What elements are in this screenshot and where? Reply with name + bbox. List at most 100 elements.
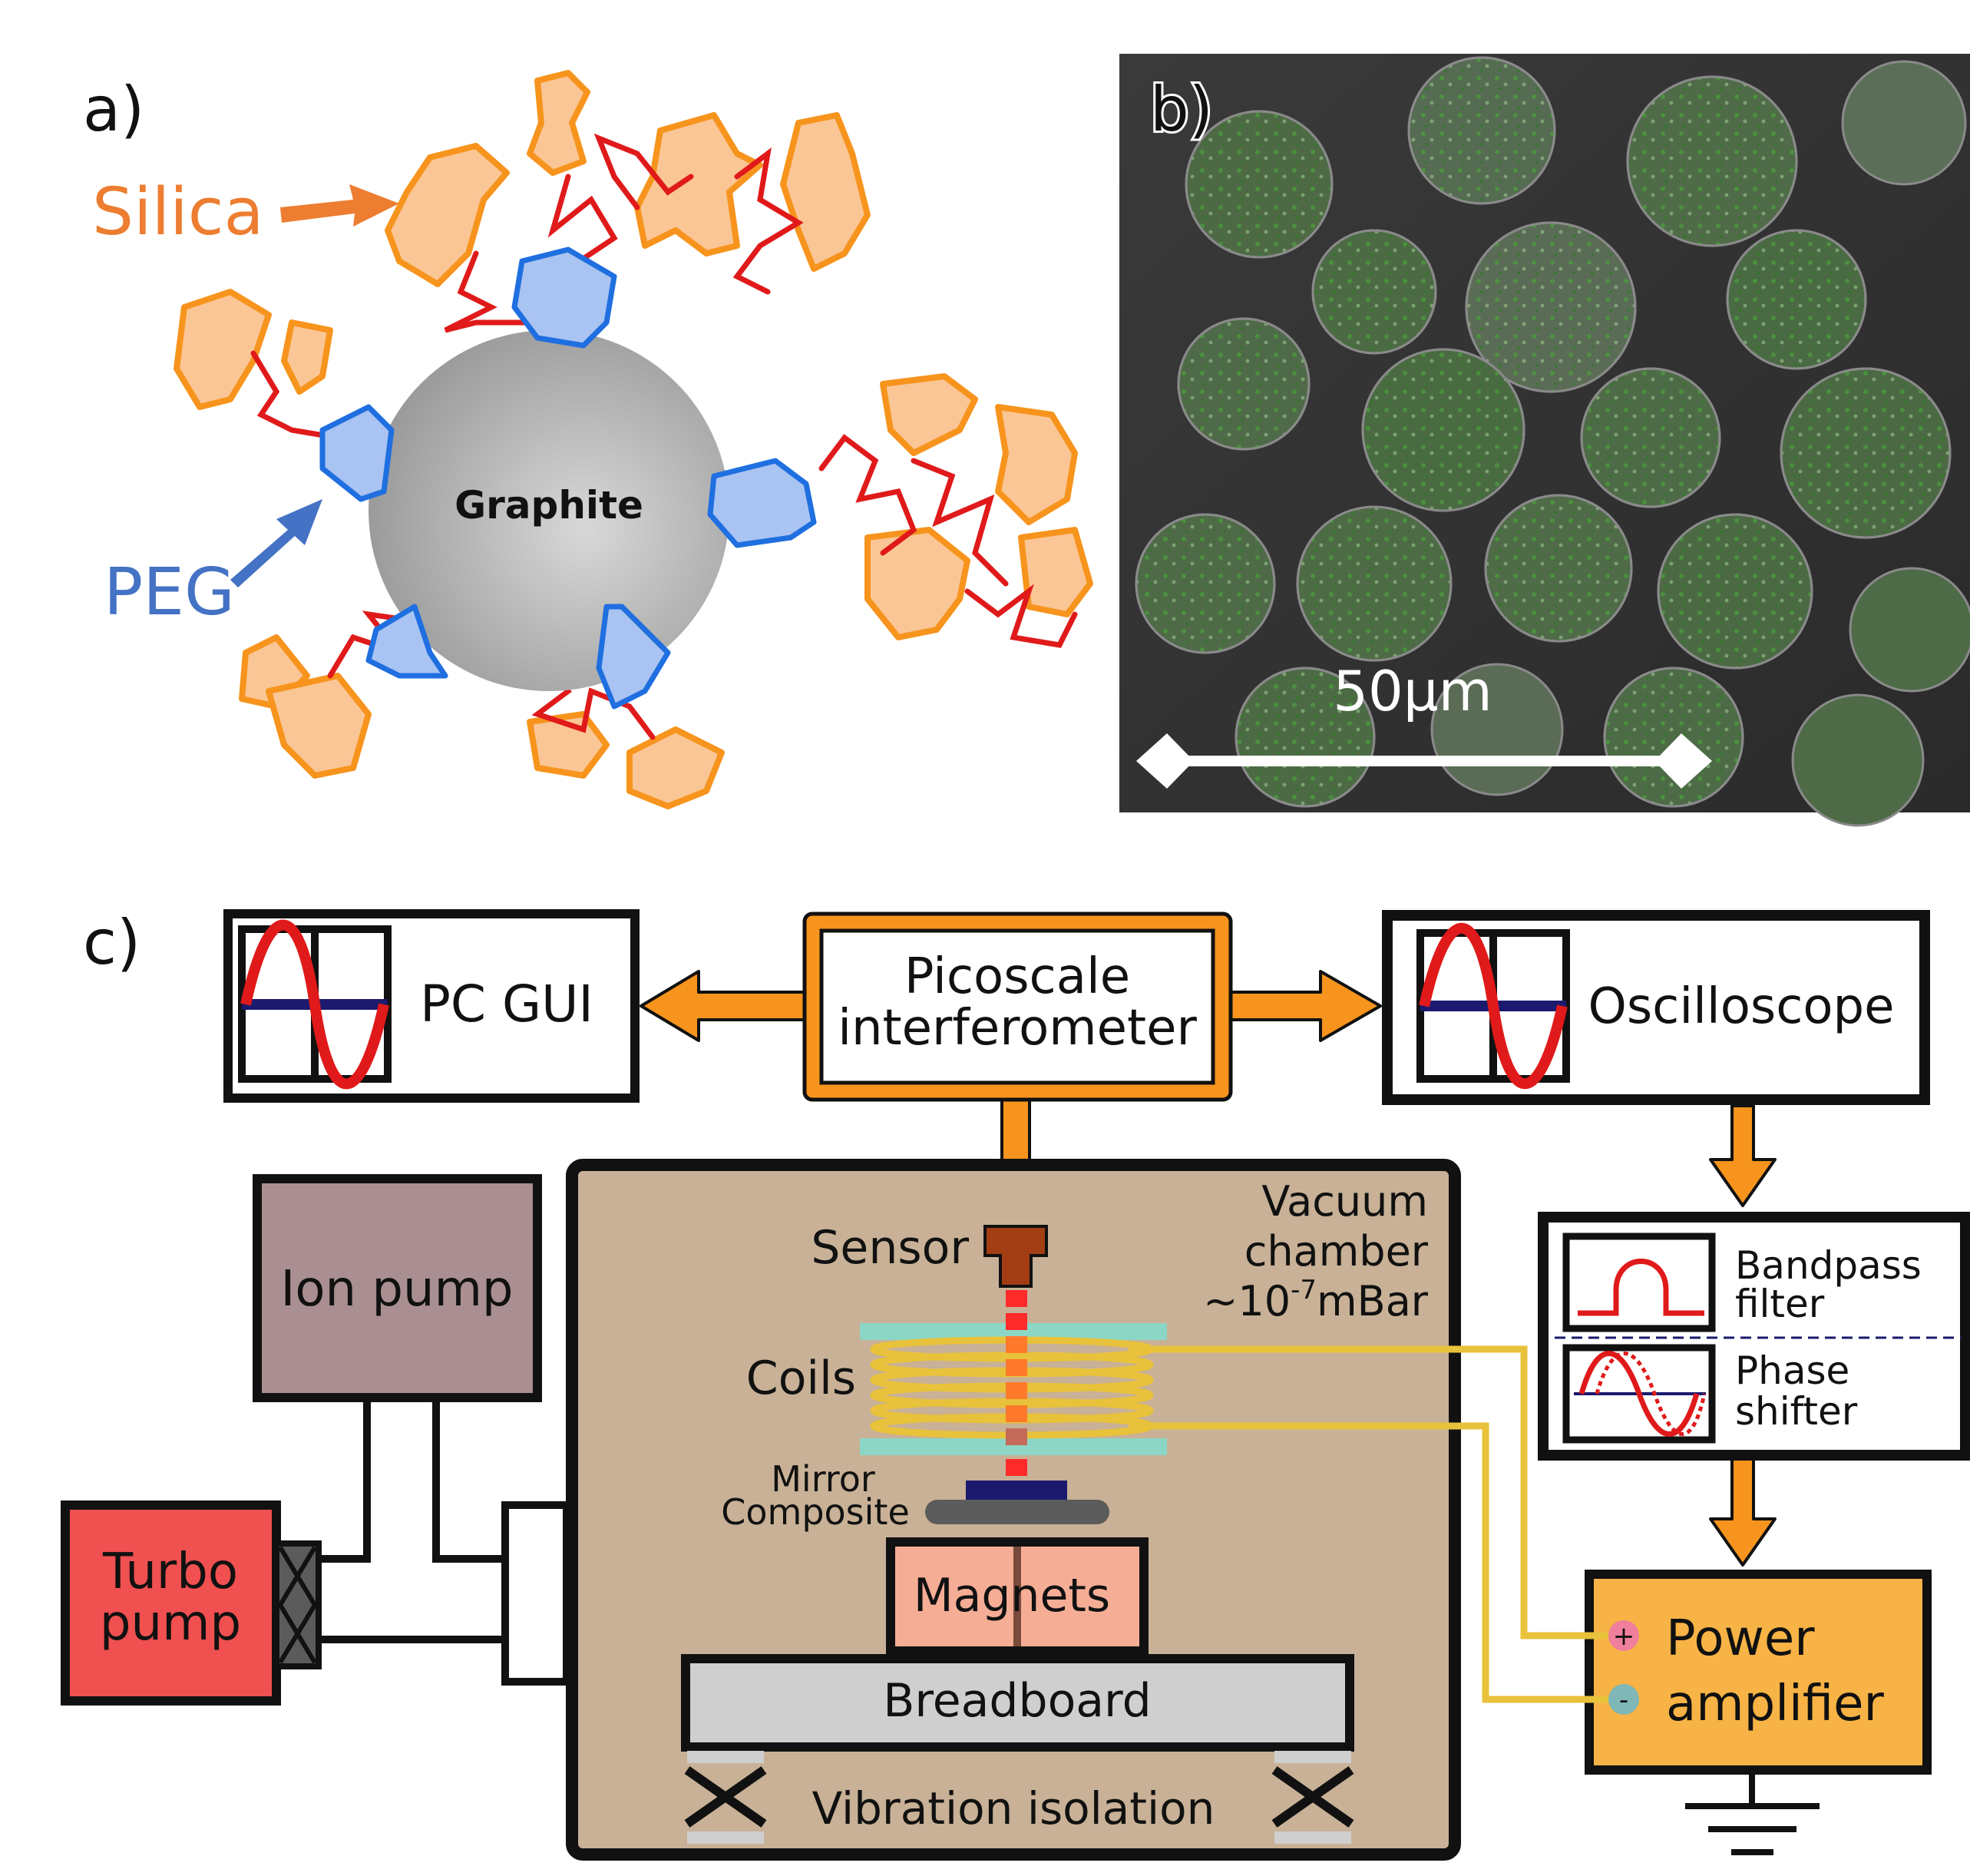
peg-chain: [818, 434, 917, 556]
magnets-label: Magnets: [914, 1569, 1110, 1623]
coil-top-plate: [860, 1323, 1167, 1340]
panel-a-label: a): [83, 74, 144, 145]
sem-particle: [1311, 229, 1437, 355]
power-line2: amplifier: [1666, 1676, 1884, 1732]
peg-chain: [444, 250, 533, 333]
peg-anchor: [319, 404, 395, 502]
interferometer-line1: Picoscale: [904, 948, 1130, 1005]
interferometer-line2: interferometer: [838, 1000, 1197, 1057]
power-line1: Power: [1666, 1610, 1815, 1667]
vacuum-line2: chamber: [1244, 1227, 1429, 1275]
bandpass-line2: filter: [1735, 1282, 1825, 1326]
composite: [925, 1500, 1109, 1524]
breadboard: [681, 1654, 1354, 1752]
silica-particle: [995, 404, 1078, 525]
filter-box: Bandpass filter Phase shifter: [1538, 1212, 1970, 1461]
silica-particle: [780, 112, 871, 272]
sem-particle: [1841, 60, 1967, 186]
phase-line2: shifter: [1735, 1389, 1858, 1434]
panel-c: c) PC GUI Picoscale interferometer: [61, 907, 1970, 1861]
sem-particles: [1135, 56, 1970, 827]
sensor-label: Sensor: [811, 1221, 969, 1275]
vacuum-line1: Vacuum: [1261, 1177, 1428, 1226]
phase-icon-sine: [1578, 1351, 1700, 1437]
scale-bar-line: [1163, 756, 1685, 766]
vacuum-pressure-prefix: ~10: [1203, 1277, 1291, 1325]
power-amplifier-frame: [1585, 1570, 1932, 1775]
signal-arrows: [1709, 1104, 1777, 1567]
sem-particle: [1603, 667, 1744, 808]
silica-particle: [281, 319, 333, 395]
sem-particle: [1361, 348, 1525, 512]
vacuum-pressure-unit: mBar: [1317, 1277, 1429, 1325]
sem-particle: [1657, 513, 1813, 670]
coil-wires: [1129, 1345, 1608, 1703]
bandpass-icon: [1578, 1259, 1704, 1316]
ion-pump-label: Ion pump: [280, 1261, 513, 1318]
silica-particle: [880, 373, 978, 456]
silica-particle: [174, 289, 272, 410]
silica-label: Silica: [92, 174, 264, 250]
sem-particle: [1185, 110, 1334, 259]
sem-particle: [1726, 229, 1867, 370]
silica-particle: [626, 726, 725, 809]
oscilloscope-box: Oscilloscope: [1382, 910, 1930, 1105]
minus-terminal: [1608, 1684, 1639, 1715]
silica-particle: [1018, 527, 1093, 617]
vibration-isolators: [684, 1751, 1354, 1844]
vacuum-piping: [321, 1398, 505, 1643]
plus-terminal: [1608, 1620, 1639, 1651]
scale-bar-left-cap: [1136, 733, 1194, 789]
arrow-to-pc-gui: [640, 970, 806, 1042]
coil-wire-plus: [1129, 1345, 1608, 1639]
mirror-label: Mirror: [771, 1458, 875, 1500]
scale-bar-right-cap: [1654, 733, 1712, 789]
laser-beam: [1006, 1290, 1027, 1476]
silica-particle: [385, 143, 510, 287]
scale-bar: [1136, 733, 1712, 789]
phase-line1: Phase: [1735, 1348, 1849, 1393]
arrow-to-amplifier: [1709, 1457, 1777, 1567]
turbo-line2: pump: [100, 1595, 241, 1652]
vacuum-pressure: ~10-7mBar: [1203, 1275, 1429, 1325]
coil-wire-minus: [1129, 1422, 1608, 1703]
sem-particle: [1235, 667, 1376, 808]
peg-anchor: [707, 458, 817, 548]
ground-icon: [1685, 1770, 1820, 1855]
peg-chain: [911, 458, 1009, 587]
silica-particle: [864, 527, 970, 640]
scale-bar-label: 50µm: [1333, 659, 1492, 723]
oscilloscope-sine-icon: [1419, 922, 1568, 1090]
sem-particle: [1626, 75, 1798, 247]
silica-particle: [527, 70, 590, 176]
isolator-left: [684, 1751, 767, 1844]
interferometer-inner: [819, 928, 1215, 1085]
peg-anchor: [596, 604, 671, 710]
arrow-to-filter: [1709, 1104, 1777, 1207]
mirror: [966, 1481, 1067, 1500]
coils-label: Coils: [746, 1352, 856, 1405]
peg-chain: [732, 147, 804, 295]
peg-chain: [593, 133, 694, 210]
sem-particle: [1465, 221, 1637, 393]
oscilloscope-label: Oscilloscope: [1588, 978, 1894, 1035]
breadboard-label: Breadboard: [883, 1674, 1152, 1728]
vibration-label: Vibration isolation: [812, 1782, 1215, 1835]
sem-particle: [1296, 505, 1453, 662]
silica-particle: [527, 711, 610, 779]
peg-anchor: [365, 604, 448, 679]
panel-b-label: b): [1150, 74, 1213, 145]
sem-particle: [1849, 567, 1970, 693]
graphite-core: [369, 330, 729, 691]
plus-sign: +: [1613, 1621, 1635, 1652]
sensor: [983, 1225, 1048, 1288]
graphite-label: Graphite: [454, 483, 643, 528]
bandpass-line1: Bandpass: [1735, 1243, 1922, 1288]
silica-particles: [174, 70, 1093, 809]
sem-particle: [1177, 317, 1311, 451]
sem-particle: [1580, 367, 1721, 508]
coil-bottom-plate: [860, 1438, 1167, 1455]
arrow-to-oscilloscope: [1228, 970, 1382, 1042]
peg-anchor: [511, 246, 617, 349]
